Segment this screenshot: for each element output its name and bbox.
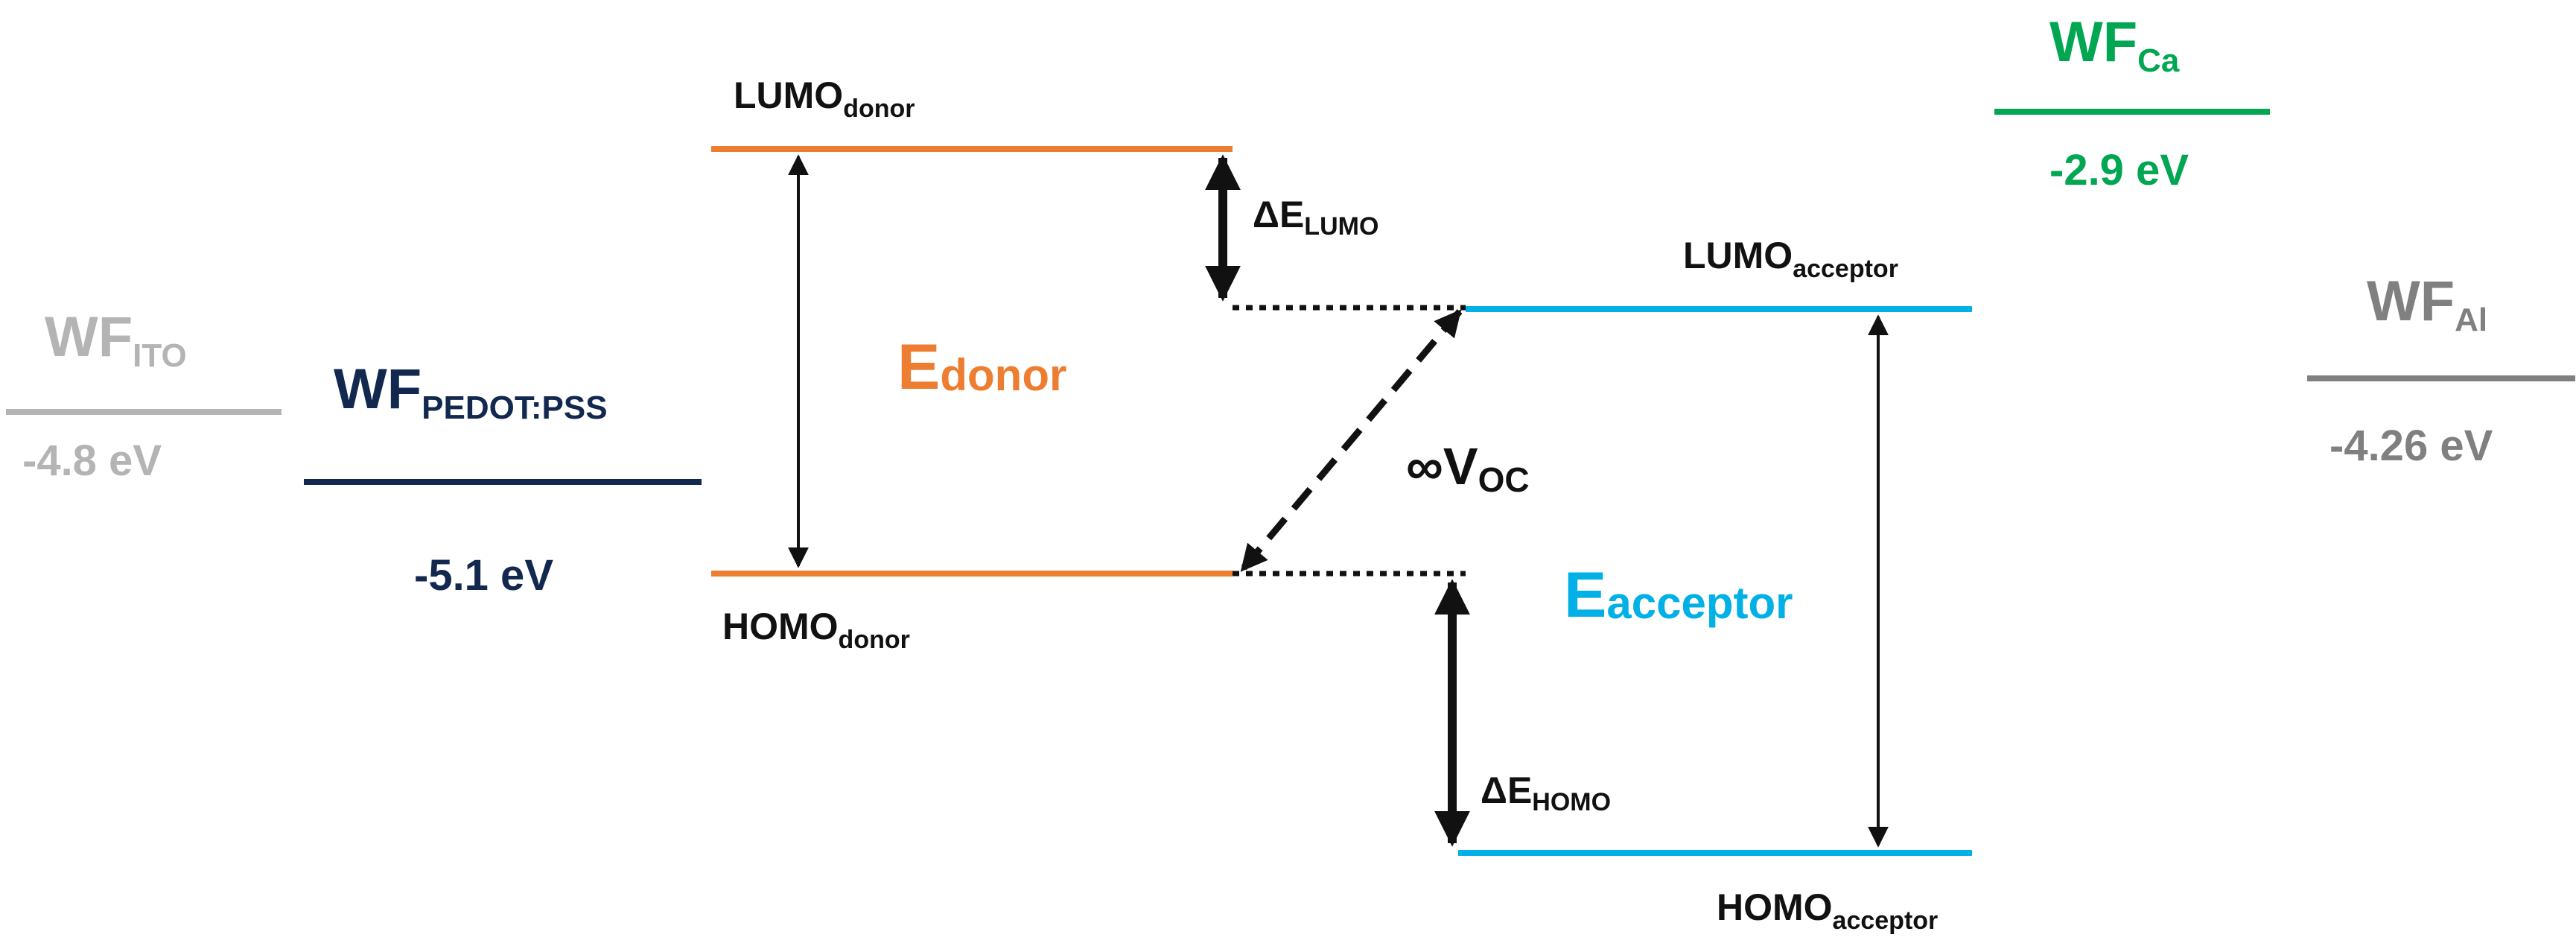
wf-al-value: -4.26 eV [2329, 422, 2493, 470]
homo-acceptor-label: HOMOacceptor [1717, 886, 1938, 935]
wf-pedot-value: -5.1 eV [414, 551, 553, 600]
wf-pedot-label: WFPEDOT:PSS [334, 358, 608, 426]
delta-homo-label: ΔEHOMO [1481, 769, 1611, 816]
donor-gap-label: Edonor [897, 331, 1066, 403]
voc-arrow [1239, 309, 1463, 572]
wf-ito-label: WFITO [45, 305, 187, 374]
delta-lumo-label: ΔELUMO [1253, 194, 1378, 241]
voc-label: ∞VOC [1406, 437, 1530, 499]
wf-ito-value: -4.8 eV [22, 436, 162, 485]
lumo-acceptor-label: LUMOacceptor [1683, 235, 1898, 283]
wf-ca-value: -2.9 eV [2049, 146, 2189, 194]
wf-al-label: WFAl [2367, 270, 2487, 338]
acceptor-gap-label: Eacceptor [1564, 559, 1793, 631]
homo-donor-label: HOMOdonor [722, 606, 910, 654]
wf-ca-label: WFCa [2049, 10, 2180, 79]
lumo-donor-label: LUMOdonor [734, 74, 915, 123]
